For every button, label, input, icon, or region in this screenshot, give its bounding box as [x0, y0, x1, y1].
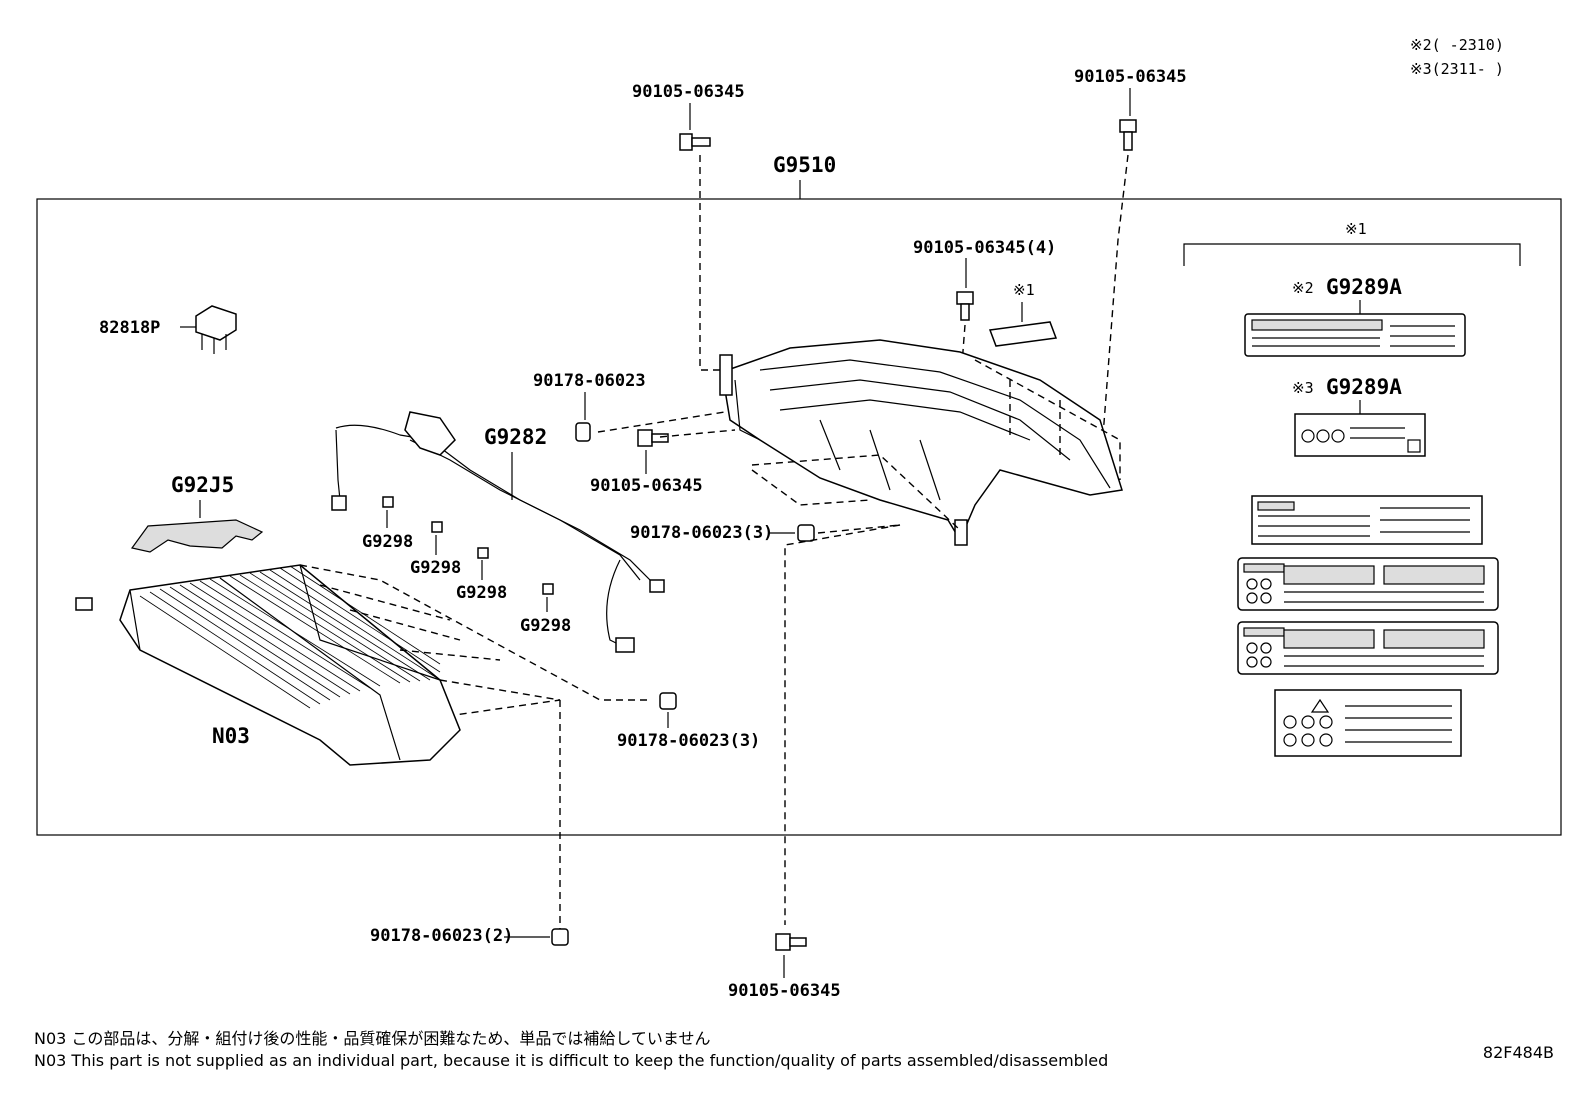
label-harness-g9282: G9282	[484, 425, 547, 449]
label-bolt-cover-4: 90105-06345(4)	[913, 238, 1056, 258]
label-bolt-top-left: 90105-06345	[632, 82, 745, 102]
wire-harness[interactable]	[331, 411, 665, 653]
warning-label-sticker[interactable]	[1237, 557, 1499, 611]
clip-icon[interactable]	[195, 305, 237, 354]
label-star1-bracket: ※1	[1345, 220, 1367, 238]
figure-code: 82F484B	[1482, 1043, 1554, 1062]
label-clip-g9298-3: G9298	[456, 583, 507, 603]
label-bolt-mid: 90105-06345	[590, 476, 703, 496]
bolt-icon[interactable]	[775, 933, 807, 951]
label-g9289a-2: G9289A	[1326, 275, 1402, 299]
label-bolt-top-right: 90105-06345	[1074, 67, 1187, 87]
nut-icon[interactable]	[659, 692, 677, 710]
label-clip-g9298-4: G9298	[520, 616, 571, 636]
footnote-jp: N03 この部品は、分解・組付け後の性能・品質確保が困難なため、単品では補給して…	[34, 1029, 711, 1048]
warning-label-sticker[interactable]	[1251, 495, 1483, 545]
warning-label-sticker[interactable]	[1274, 689, 1462, 757]
clip-icon[interactable]	[382, 496, 394, 508]
label-cover-g92j5: G92J5	[171, 473, 234, 497]
label-g9289a-prefix-3: ※3	[1292, 379, 1314, 397]
label-nut-bottom-2: 90178-06023(2)	[370, 926, 513, 946]
warning-label-sticker[interactable]	[1294, 413, 1426, 457]
label-g9289a-3: G9289A	[1326, 375, 1402, 399]
battery-cover[interactable]	[719, 339, 1123, 546]
bolt-icon[interactable]	[1119, 119, 1137, 151]
clip-icon[interactable]	[477, 547, 489, 559]
assembly-label-g9510: G9510	[773, 153, 836, 177]
nut-icon[interactable]	[575, 422, 591, 442]
clip-icon[interactable]	[431, 521, 443, 533]
label-star1-cover: ※1	[1013, 281, 1035, 299]
clip-icon[interactable]	[542, 583, 554, 595]
label-g9289a-prefix-2: ※2	[1292, 279, 1314, 297]
label-clip-g9298-1: G9298	[362, 532, 413, 552]
label-battery-n03: N03	[212, 724, 250, 748]
battery-top-cover[interactable]	[130, 519, 264, 553]
nut-icon[interactable]	[797, 524, 815, 542]
label-nut-mid-3: 90178-06023(3)	[630, 523, 773, 543]
bolt-icon[interactable]	[956, 291, 974, 321]
label-clip-g9298-2: G9298	[410, 558, 461, 578]
warning-label-sticker[interactable]	[1237, 621, 1499, 675]
warning-label-sticker[interactable]	[1244, 313, 1466, 357]
label-nut-lower-3: 90178-06023(3)	[617, 731, 760, 751]
footnote-en: N03 This part is not supplied as an indi…	[34, 1051, 1109, 1070]
legend-note-2: ※2( -2310)	[1410, 36, 1504, 54]
assembly-frame	[36, 198, 1562, 836]
footnotes: N03 この部品は、分解・組付け後の性能・品質確保が困難なため、単品では補給して…	[34, 1028, 1108, 1072]
label-nut-upper: 90178-06023	[533, 371, 646, 391]
nut-icon[interactable]	[551, 928, 569, 946]
legend-note-3: ※3(2311- )	[1410, 60, 1504, 78]
bolt-icon[interactable]	[637, 429, 669, 447]
label-bolt-bottom: 90105-06345	[728, 981, 841, 1001]
warning-sticker-shape	[988, 321, 1058, 347]
label-clip-82818P: 82818P	[99, 318, 160, 338]
battery-stack[interactable]	[75, 564, 461, 766]
bolt-icon[interactable]	[679, 133, 711, 151]
